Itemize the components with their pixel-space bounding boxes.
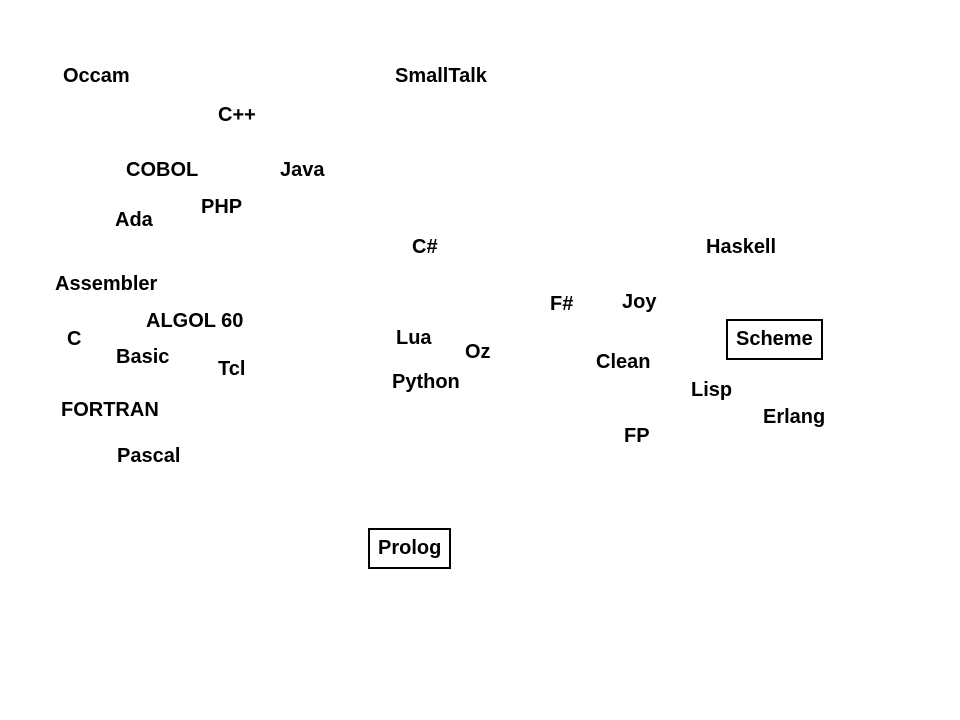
- label-algol60: ALGOL 60: [146, 310, 244, 332]
- label-cobol: COBOL: [126, 159, 199, 181]
- label-smalltalk: SmallTalk: [395, 65, 487, 87]
- label-java: Java: [280, 159, 325, 181]
- label-fp: FP: [624, 425, 650, 447]
- label-clean: Clean: [596, 351, 651, 373]
- label-scheme-boxed: Scheme: [726, 319, 823, 360]
- label-lua: Lua: [396, 327, 432, 349]
- label-csharp: C#: [412, 236, 438, 258]
- label-joy: Joy: [622, 291, 657, 313]
- label-fsharp: F#: [550, 293, 574, 315]
- label-cpp: C++: [218, 104, 256, 126]
- label-c: C: [67, 328, 82, 350]
- label-pascal: Pascal: [117, 445, 181, 467]
- label-php: PHP: [201, 196, 243, 218]
- label-occam: Occam: [63, 65, 130, 87]
- label-haskell: Haskell: [706, 236, 777, 258]
- label-erlang: Erlang: [763, 406, 826, 428]
- label-assembler: Assembler: [55, 273, 158, 295]
- label-tcl: Tcl: [218, 358, 246, 380]
- label-ada: Ada: [115, 209, 153, 231]
- label-python: Python: [392, 371, 460, 393]
- label-oz: Oz: [465, 341, 491, 363]
- label-lisp: Lisp: [691, 379, 733, 401]
- label-basic: Basic: [116, 346, 170, 368]
- label-fortran: FORTRAN: [61, 399, 159, 421]
- label-prolog-boxed: Prolog: [368, 528, 452, 569]
